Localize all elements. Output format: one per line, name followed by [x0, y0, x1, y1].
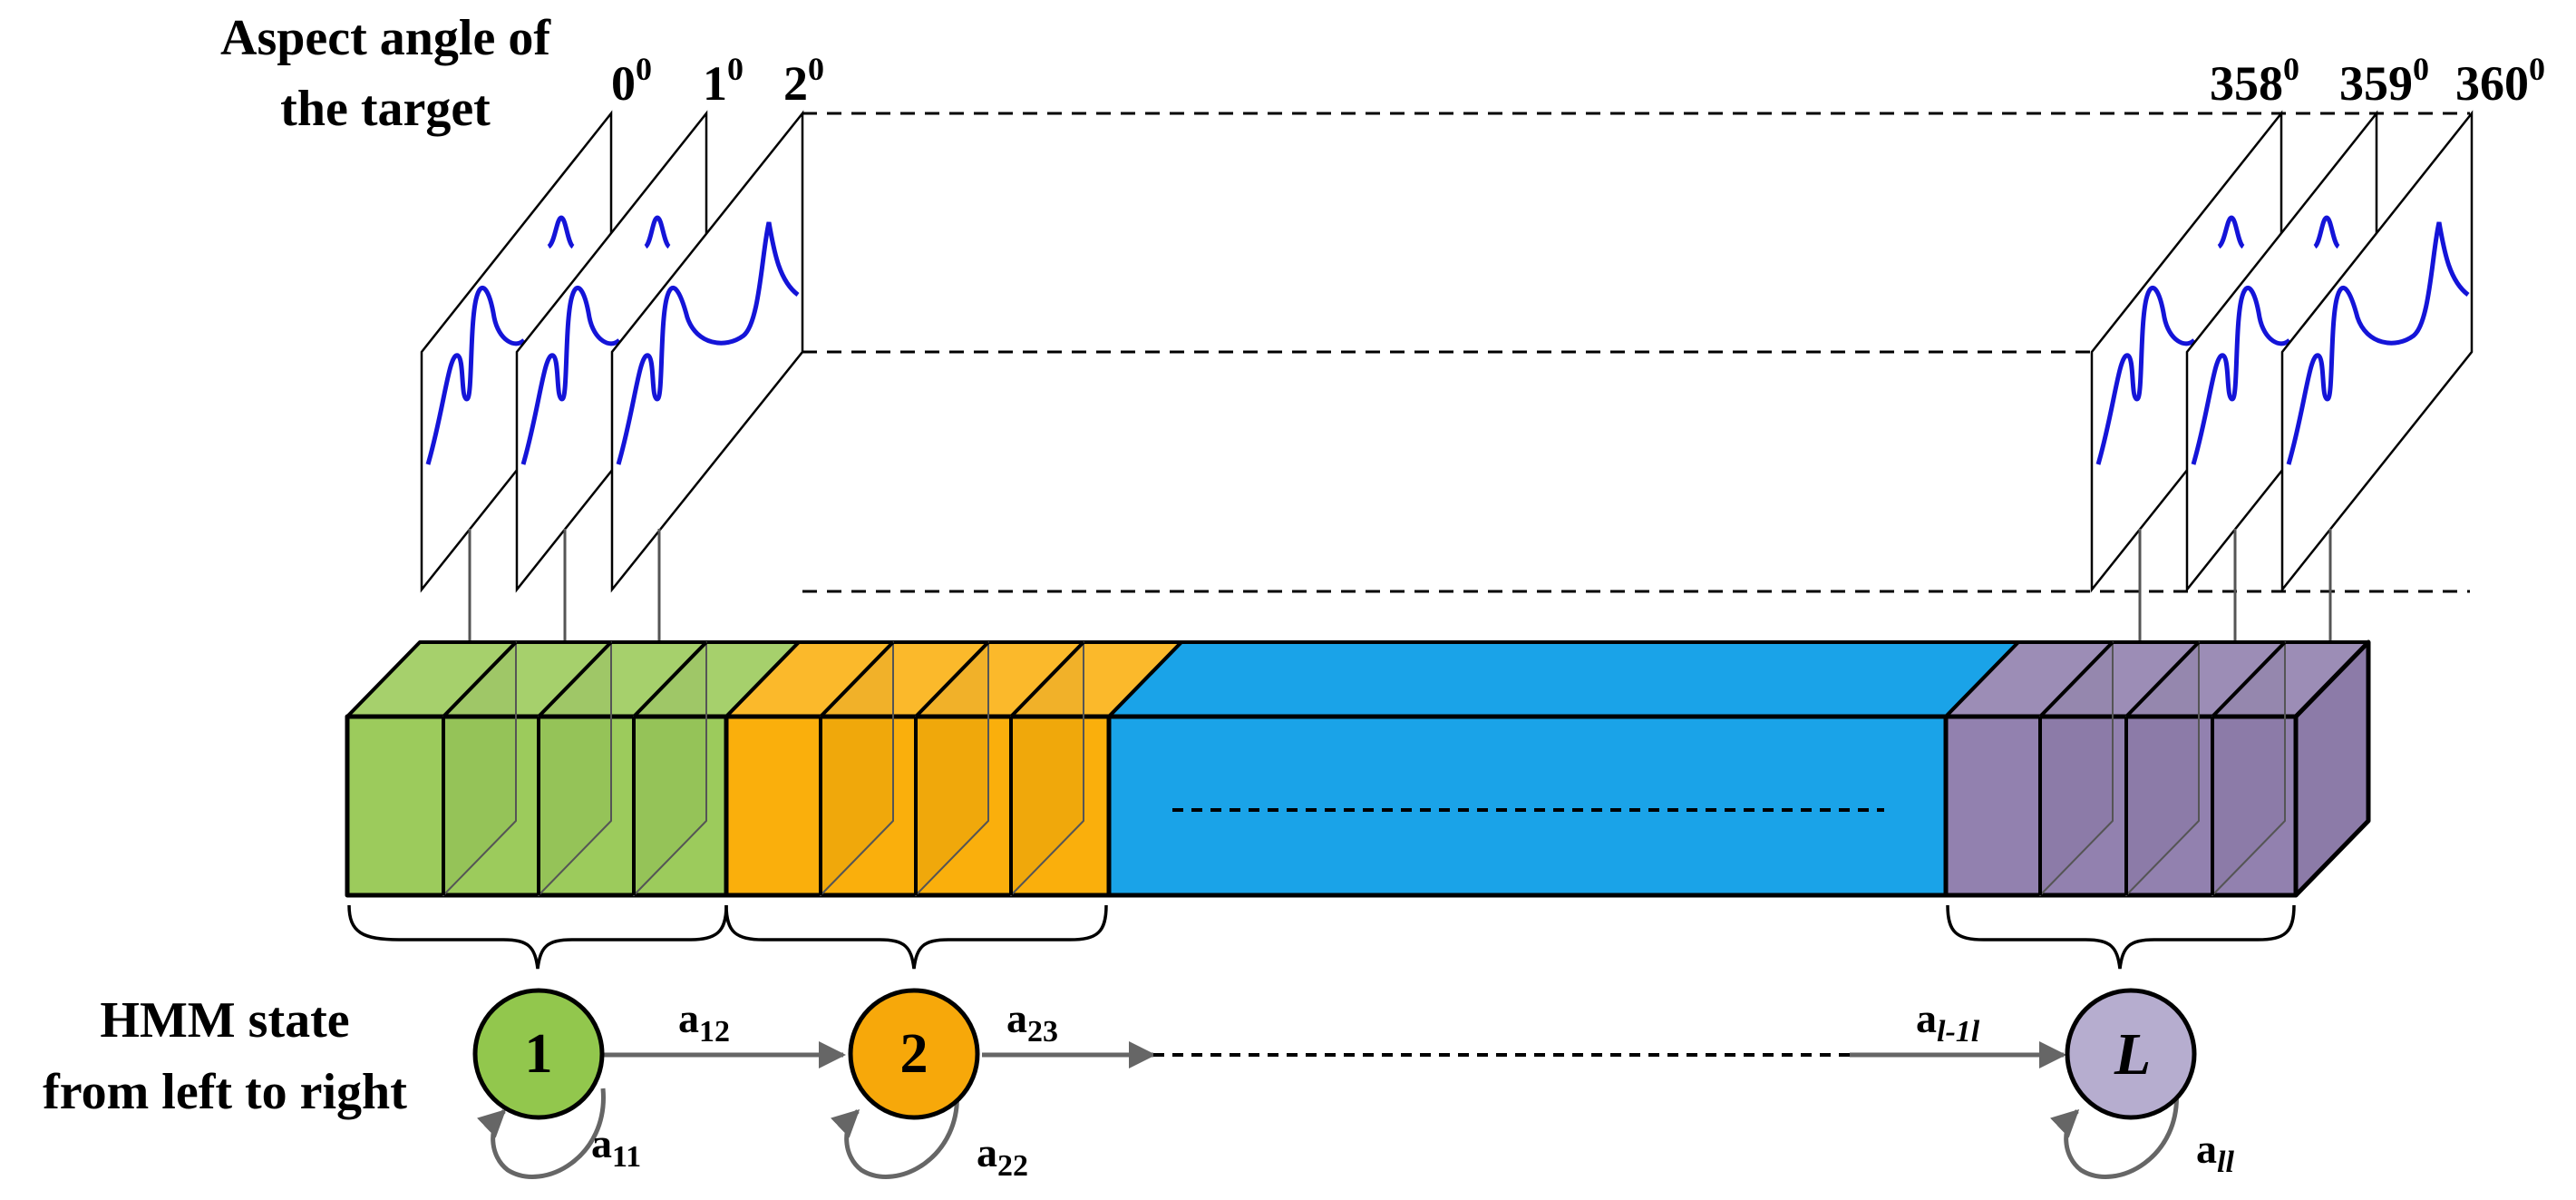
angle-label-360: 3600	[2455, 51, 2545, 111]
hmm-caption-line2: from left to right	[43, 1064, 407, 1120]
aspect-angle-caption: Aspect angle of the target	[220, 10, 551, 137]
state-transitions	[477, 1041, 2179, 1179]
slice-planes	[442, 641, 2286, 896]
self-loop-1	[477, 1088, 606, 1179]
front-face-purple	[1943, 714, 2299, 898]
front-face-blue	[1106, 714, 1949, 898]
hmm-caption-line1: HMM state	[100, 992, 349, 1049]
signal-panel-360deg	[2280, 110, 2474, 593]
group-braces	[347, 904, 2296, 970]
panel-connectors	[468, 529, 2332, 642]
self-loop-2	[831, 1088, 959, 1179]
label-all: all	[2196, 1126, 2234, 1179]
aspect-caption-line2: the target	[280, 81, 491, 137]
angle-label-0: 00	[611, 51, 652, 111]
signal-panel-2deg	[610, 110, 804, 593]
state-2-circle	[848, 988, 980, 1120]
brace-state-L	[1946, 904, 2296, 970]
signal-panels-left	[420, 110, 804, 593]
top-face-blue	[1107, 640, 2020, 718]
transition-labels: a12 a23 al-1l a11 a22 all	[591, 995, 2234, 1183]
state-L-label: L	[2114, 1021, 2151, 1088]
angle-label-1: 10	[703, 51, 744, 111]
label-al1l: al-1l	[1916, 995, 1980, 1049]
state-L-circle	[2065, 988, 2197, 1120]
angle-label-358: 3580	[2210, 51, 2299, 111]
brace-state-1	[347, 904, 728, 970]
label-a23: a23	[1006, 995, 1058, 1049]
angle-label-359: 3590	[2339, 51, 2429, 111]
signal-panels-right	[2090, 110, 2474, 593]
hmm-state-caption: HMM state from left to right	[43, 992, 407, 1120]
slice-separators	[442, 640, 2287, 895]
state-1-circle	[472, 988, 605, 1120]
angle-labels: 00 10 20 3580 3590 3600	[611, 51, 2545, 111]
aspect-guide-lines	[802, 112, 2470, 593]
frame-prism	[345, 639, 2371, 898]
state-1-label: 1	[525, 1023, 553, 1085]
label-a12: a12	[678, 995, 730, 1049]
label-a22: a22	[977, 1129, 1028, 1183]
label-a11: a11	[591, 1120, 641, 1174]
brace-state-2	[724, 904, 1108, 970]
aspect-caption-line1: Aspect angle of	[220, 10, 551, 66]
hmm-states: 1 2 L	[472, 988, 2197, 1120]
self-loop-L	[2050, 1088, 2179, 1179]
angle-label-2: 20	[783, 51, 824, 111]
state-2-label: 2	[900, 1023, 928, 1085]
